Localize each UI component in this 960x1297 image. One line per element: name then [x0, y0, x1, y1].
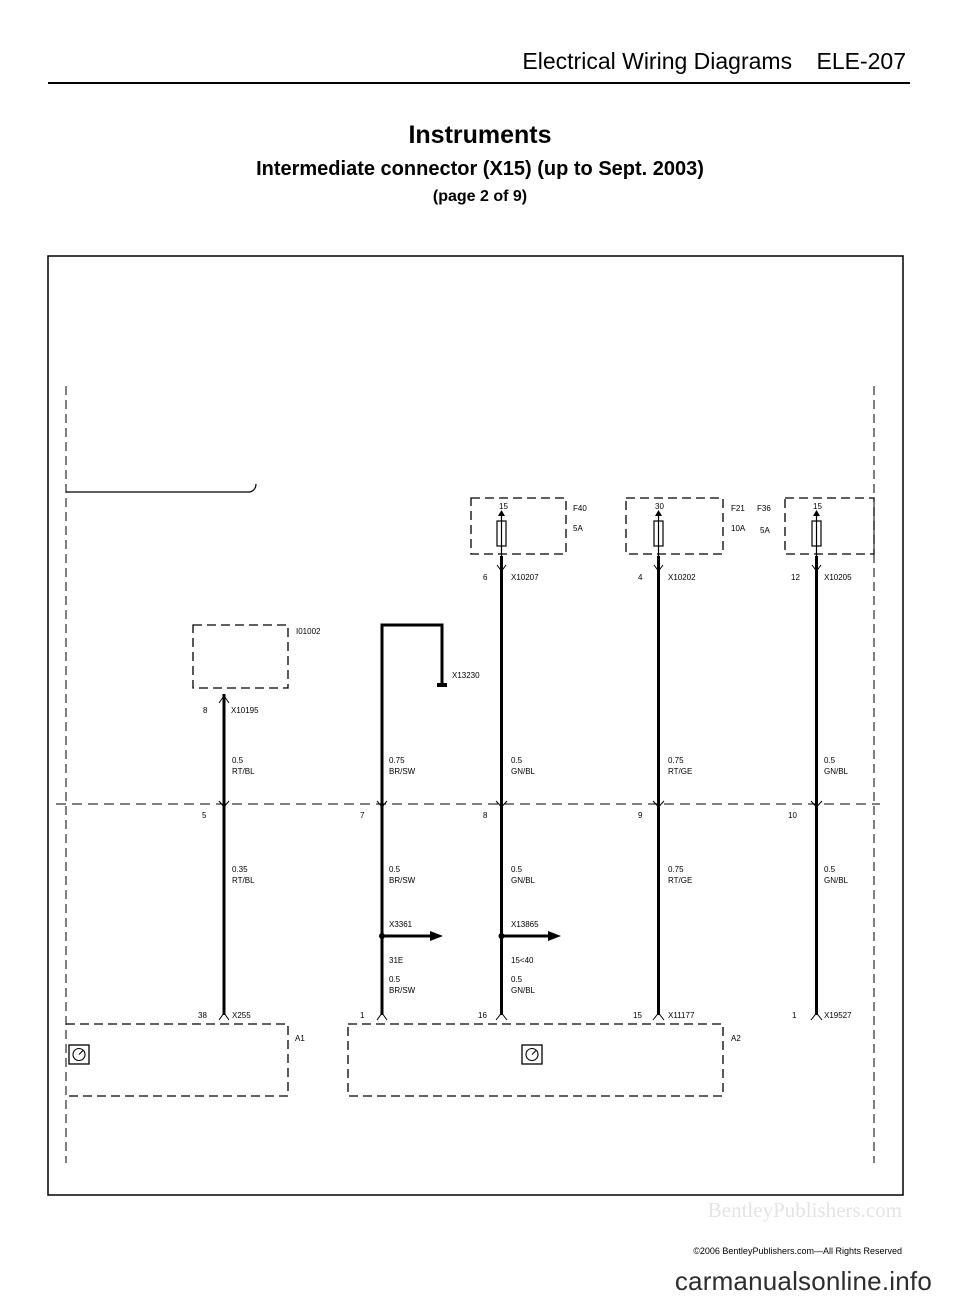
fuse-f36-rating: 5A: [760, 526, 770, 535]
wire3-lower-size: 0.5: [511, 865, 523, 874]
x10207-label: X10207: [511, 573, 539, 582]
x13865-label: X13865: [511, 920, 539, 929]
a2-module-icon: [521, 1044, 543, 1065]
fuse-f40-rating: 5A: [573, 524, 583, 533]
header-page-code: ELE-207: [816, 48, 906, 74]
header-rule: [48, 82, 910, 84]
wire3-lower-color: GN/BL: [511, 876, 536, 885]
wire1-upper-color: RT/BL: [232, 767, 255, 776]
x15-pin-9: 9: [638, 811, 643, 820]
wire5-upper-color: GN/BL: [824, 767, 849, 776]
x3361-size: 0.5: [389, 975, 401, 984]
continuation-line: [66, 483, 257, 493]
wire2-upper-size: 0.75: [389, 756, 405, 765]
copyright-notice: ©2006 BentleyPublishers.com—All Rights R…: [693, 1246, 902, 1256]
wire1-lower-size: 0.35: [232, 865, 248, 874]
a1-label: A1: [295, 1034, 305, 1043]
wire4-lower-color: RT/GE: [668, 876, 692, 885]
i01002-box: [192, 624, 289, 689]
fuse-f36-terminal: 15: [813, 502, 822, 511]
x10202-pin: 4: [638, 573, 643, 582]
fuse-f21-terminal: 30: [655, 502, 664, 511]
x10202-label: X10202: [668, 573, 696, 582]
x15-pin-5: 5: [202, 811, 207, 820]
x13865-color: GN/BL: [511, 986, 536, 995]
a1-cluster-icon: [68, 1044, 90, 1065]
x15-pin-marks: [218, 800, 823, 808]
wires: [222, 556, 818, 1015]
i01002-label: I01002: [296, 627, 321, 636]
wire5-upper-size: 0.5: [824, 756, 836, 765]
page-subtitle: Intermediate connector (X15) (up to Sept…: [256, 158, 704, 180]
page-title: Instruments: [408, 121, 552, 149]
x15-pin-7: 7: [360, 811, 365, 820]
boundary-dashes: [65, 386, 875, 1163]
x13230-ground: [437, 683, 447, 687]
fuse-f21-rating: 10A: [731, 524, 746, 533]
fuse-boxes: [470, 497, 875, 555]
diagram-frame: [47, 255, 904, 1196]
wire2-upper-color: BR/SW: [389, 767, 416, 776]
x13230-label: X13230: [452, 671, 480, 680]
fuse-f36-name: F36: [757, 504, 771, 513]
x13230-bracket: [380, 623, 444, 843]
x10195-label: X10195: [231, 706, 259, 715]
a2-box: [347, 1023, 724, 1097]
wire5-lower-color: GN/BL: [824, 876, 849, 885]
x255-label: X255: [232, 1011, 251, 1020]
fuse-f40-terminal: 15: [499, 502, 508, 511]
ghost-watermark: BentleyPublishers.com: [707, 1198, 902, 1222]
x19527-label: X19527: [824, 1011, 852, 1020]
x13865-size: 0.5: [511, 975, 523, 984]
x10205-pin: 12: [791, 573, 800, 582]
x3361-color: BR/SW: [389, 986, 416, 995]
x3361-label: X3361: [389, 920, 413, 929]
wire2-lower-color: BR/SW: [389, 876, 416, 885]
a2-label: A2: [731, 1034, 741, 1043]
fuse-f40-name: F40: [573, 504, 587, 513]
fuse-f21-name: F21: [731, 504, 745, 513]
x15-pin-8: 8: [483, 811, 488, 820]
wire1-lower-color: RT/BL: [232, 876, 255, 885]
site-watermark: carmanualsonline.info: [674, 1266, 932, 1296]
x3361-splice: [379, 931, 443, 941]
x11177-pin: 15: [633, 1011, 642, 1020]
header-section: Electrical Wiring Diagrams: [522, 48, 793, 74]
x13865-splice: [498, 931, 561, 941]
x10207-pin: 6: [483, 573, 488, 582]
x255-pin: 38: [198, 1011, 207, 1020]
x10205-label: X10205: [824, 573, 852, 582]
a2-pin-1: 1: [360, 1011, 365, 1020]
wire4-upper-size: 0.75: [668, 756, 684, 765]
connector-marks: [218, 564, 823, 1021]
wire4-upper-color: RT/GE: [668, 767, 692, 776]
x15-pin-10: 10: [788, 811, 797, 820]
fuse-terminals: [498, 510, 820, 516]
x11177-label: X11177: [668, 1011, 695, 1020]
wire1-upper-size: 0.5: [232, 756, 244, 765]
page-indicator: (page 2 of 9): [432, 188, 528, 205]
wire3-upper-color: GN/BL: [511, 767, 536, 776]
wire2-lower-size: 0.5: [389, 865, 401, 874]
x19527-pin: 1: [792, 1011, 797, 1020]
x10195-pin: 8: [203, 706, 208, 715]
wire5-lower-size: 0.5: [824, 865, 836, 874]
page-header: Electrical Wiring Diagrams ELE-207: [504, 48, 906, 75]
x13865-signal: 15<40: [511, 956, 534, 965]
wire4-lower-size: 0.75: [668, 865, 684, 874]
a2-pin-16: 16: [478, 1011, 487, 1020]
wire3-upper-size: 0.5: [511, 756, 523, 765]
x3361-signal: 31E: [389, 956, 403, 965]
a1-box: [66, 1023, 289, 1097]
fuse-symbols: [496, 516, 822, 556]
